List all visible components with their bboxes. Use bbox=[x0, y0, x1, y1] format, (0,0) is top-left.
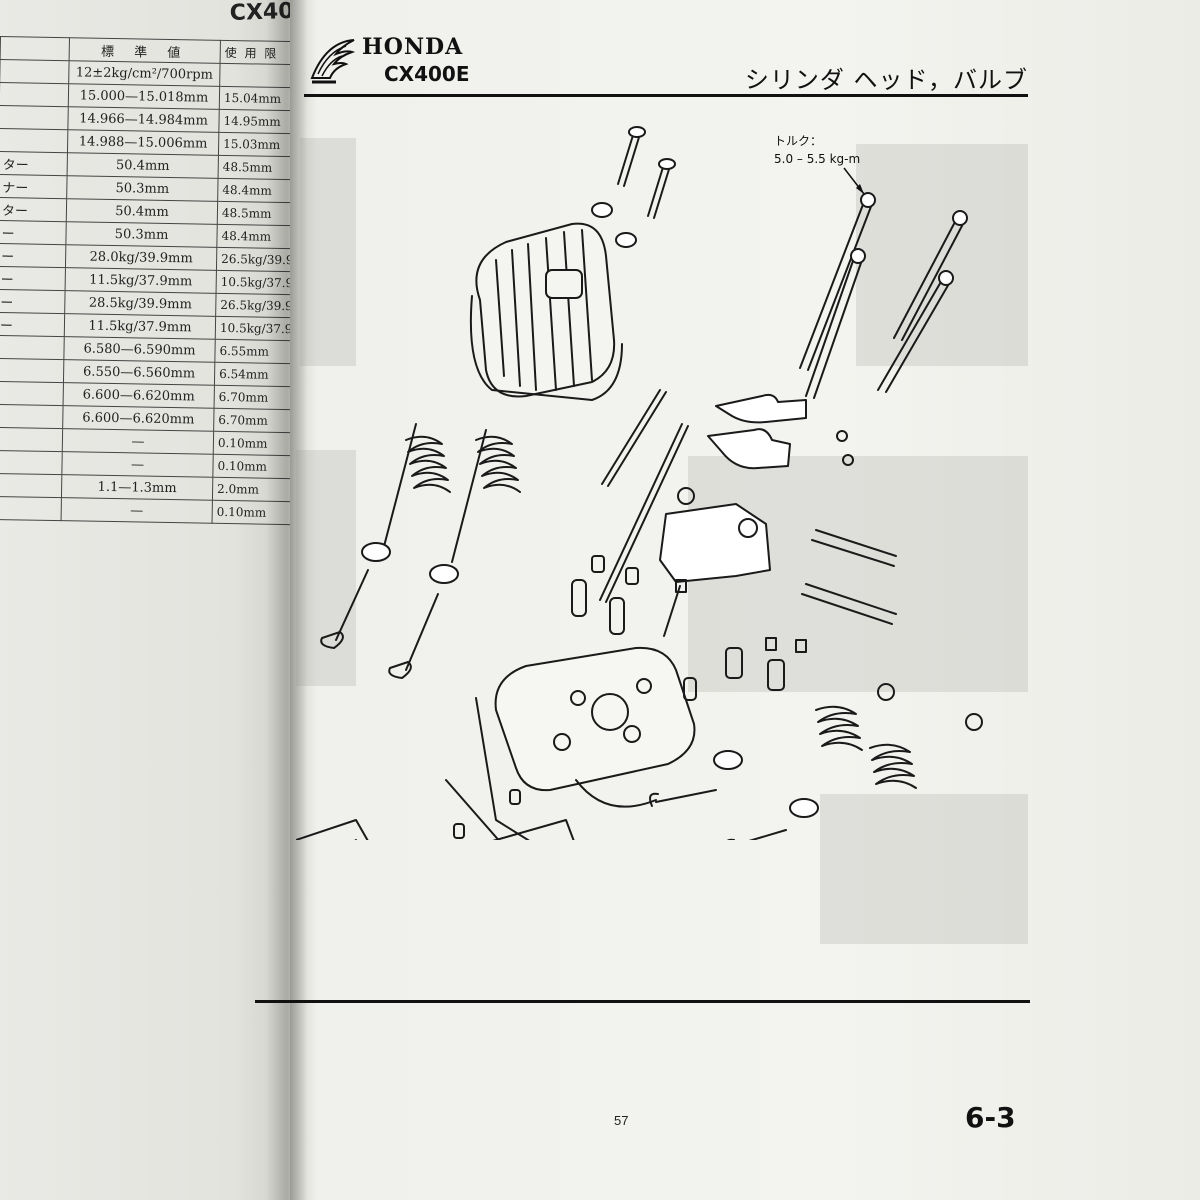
rocker-support bbox=[659, 487, 897, 625]
spec-row-label bbox=[0, 59, 70, 84]
valve-guides bbox=[571, 555, 687, 637]
bleed-through-photo bbox=[820, 794, 1028, 944]
torque-label: トルク： bbox=[774, 134, 823, 148]
spec-row-label bbox=[0, 450, 63, 475]
left-valve-springs bbox=[320, 423, 521, 679]
cylinder-head-cover bbox=[469, 222, 623, 401]
spec-row-label: ー bbox=[0, 220, 67, 245]
spec-row-standard: — bbox=[61, 497, 213, 524]
spec-row-label bbox=[0, 82, 69, 107]
pushrods bbox=[599, 389, 689, 603]
spec-row-standard: 11.5kg/37.9mm bbox=[64, 313, 216, 340]
spec-row-label: ター bbox=[0, 197, 67, 222]
spec-row-standard: 28.5kg/39.9mm bbox=[64, 290, 217, 317]
footer-rule bbox=[255, 1000, 1030, 1003]
torque-value: 5.0 – 5.5 kg-m bbox=[774, 152, 861, 166]
section-number: 6-3 bbox=[965, 1101, 1016, 1134]
page-number: 57 bbox=[614, 1113, 629, 1128]
rocker-arms bbox=[707, 393, 854, 470]
brand-name: HONDA bbox=[362, 34, 464, 60]
spec-row-label: ー bbox=[0, 312, 65, 337]
spec-row-label: ー bbox=[0, 243, 66, 268]
spec-row-label bbox=[0, 473, 62, 498]
bleed-through-photo bbox=[300, 138, 356, 366]
spec-row-standard: 50.4mm bbox=[66, 198, 218, 225]
spec-row-standard: 6.580—6.590mm bbox=[63, 336, 216, 363]
spec-row-label bbox=[0, 128, 68, 153]
spec-row-standard: — bbox=[61, 451, 214, 478]
model-name: CX400E bbox=[384, 62, 470, 86]
torque-annotation: トルク： 5.0 – 5.5 kg-m bbox=[774, 132, 860, 168]
head-studs bbox=[799, 192, 968, 399]
spec-row-standard: 28.0kg/39.9mm bbox=[65, 244, 217, 271]
spec-row-label bbox=[0, 335, 65, 360]
header-rule bbox=[304, 94, 1028, 97]
right-valve-springs bbox=[649, 637, 983, 840]
spec-header-blank bbox=[0, 36, 70, 61]
spec-row-standard: 6.600—6.620mm bbox=[62, 405, 215, 432]
head-gasket bbox=[296, 789, 575, 840]
spec-row-label: ナー bbox=[0, 174, 68, 199]
spec-row-standard: 50.3mm bbox=[66, 175, 219, 202]
spec-row-standard: 6.600—6.620mm bbox=[63, 382, 215, 409]
spec-row-standard: — bbox=[62, 428, 214, 455]
spec-row-label bbox=[0, 496, 62, 521]
spec-row-label bbox=[0, 105, 69, 130]
spec-row-standard: 15.000—15.018mm bbox=[68, 83, 220, 110]
section-title: シリンダ ヘッド，バルブ bbox=[744, 66, 1028, 94]
spec-row-label: ー bbox=[0, 289, 66, 314]
spec-row-label: ー bbox=[0, 266, 66, 291]
spec-row-standard: 14.966—14.984mm bbox=[67, 106, 220, 133]
spec-row-standard: 11.5kg/37.9mm bbox=[65, 267, 217, 294]
spec-row-label: ター bbox=[0, 151, 68, 176]
honda-wing-logo bbox=[310, 39, 356, 84]
spec-row-label bbox=[0, 427, 63, 452]
spec-row-standard: 6.550—6.560mm bbox=[63, 359, 215, 386]
cylinder-head bbox=[445, 646, 696, 840]
spec-row-label bbox=[0, 358, 64, 383]
spec-header-standard: 標 準 値 bbox=[69, 37, 221, 64]
spec-row-standard: 1.1—1.3mm bbox=[61, 474, 213, 501]
spec-row-label bbox=[0, 404, 64, 429]
spec-row-standard: 12±2kg/cm²/700rpm bbox=[68, 60, 221, 87]
cover-bolts bbox=[591, 126, 676, 248]
spec-row-standard: 50.4mm bbox=[67, 152, 219, 179]
spec-row-standard: 50.3mm bbox=[65, 221, 218, 248]
bleed-through-photo bbox=[856, 144, 1028, 366]
cylinder-head-exploded-diagram bbox=[296, 126, 983, 840]
left-page bbox=[0, 0, 292, 1200]
spec-row-standard: 14.988—15.006mm bbox=[67, 129, 219, 156]
spec-row-label bbox=[0, 381, 64, 406]
